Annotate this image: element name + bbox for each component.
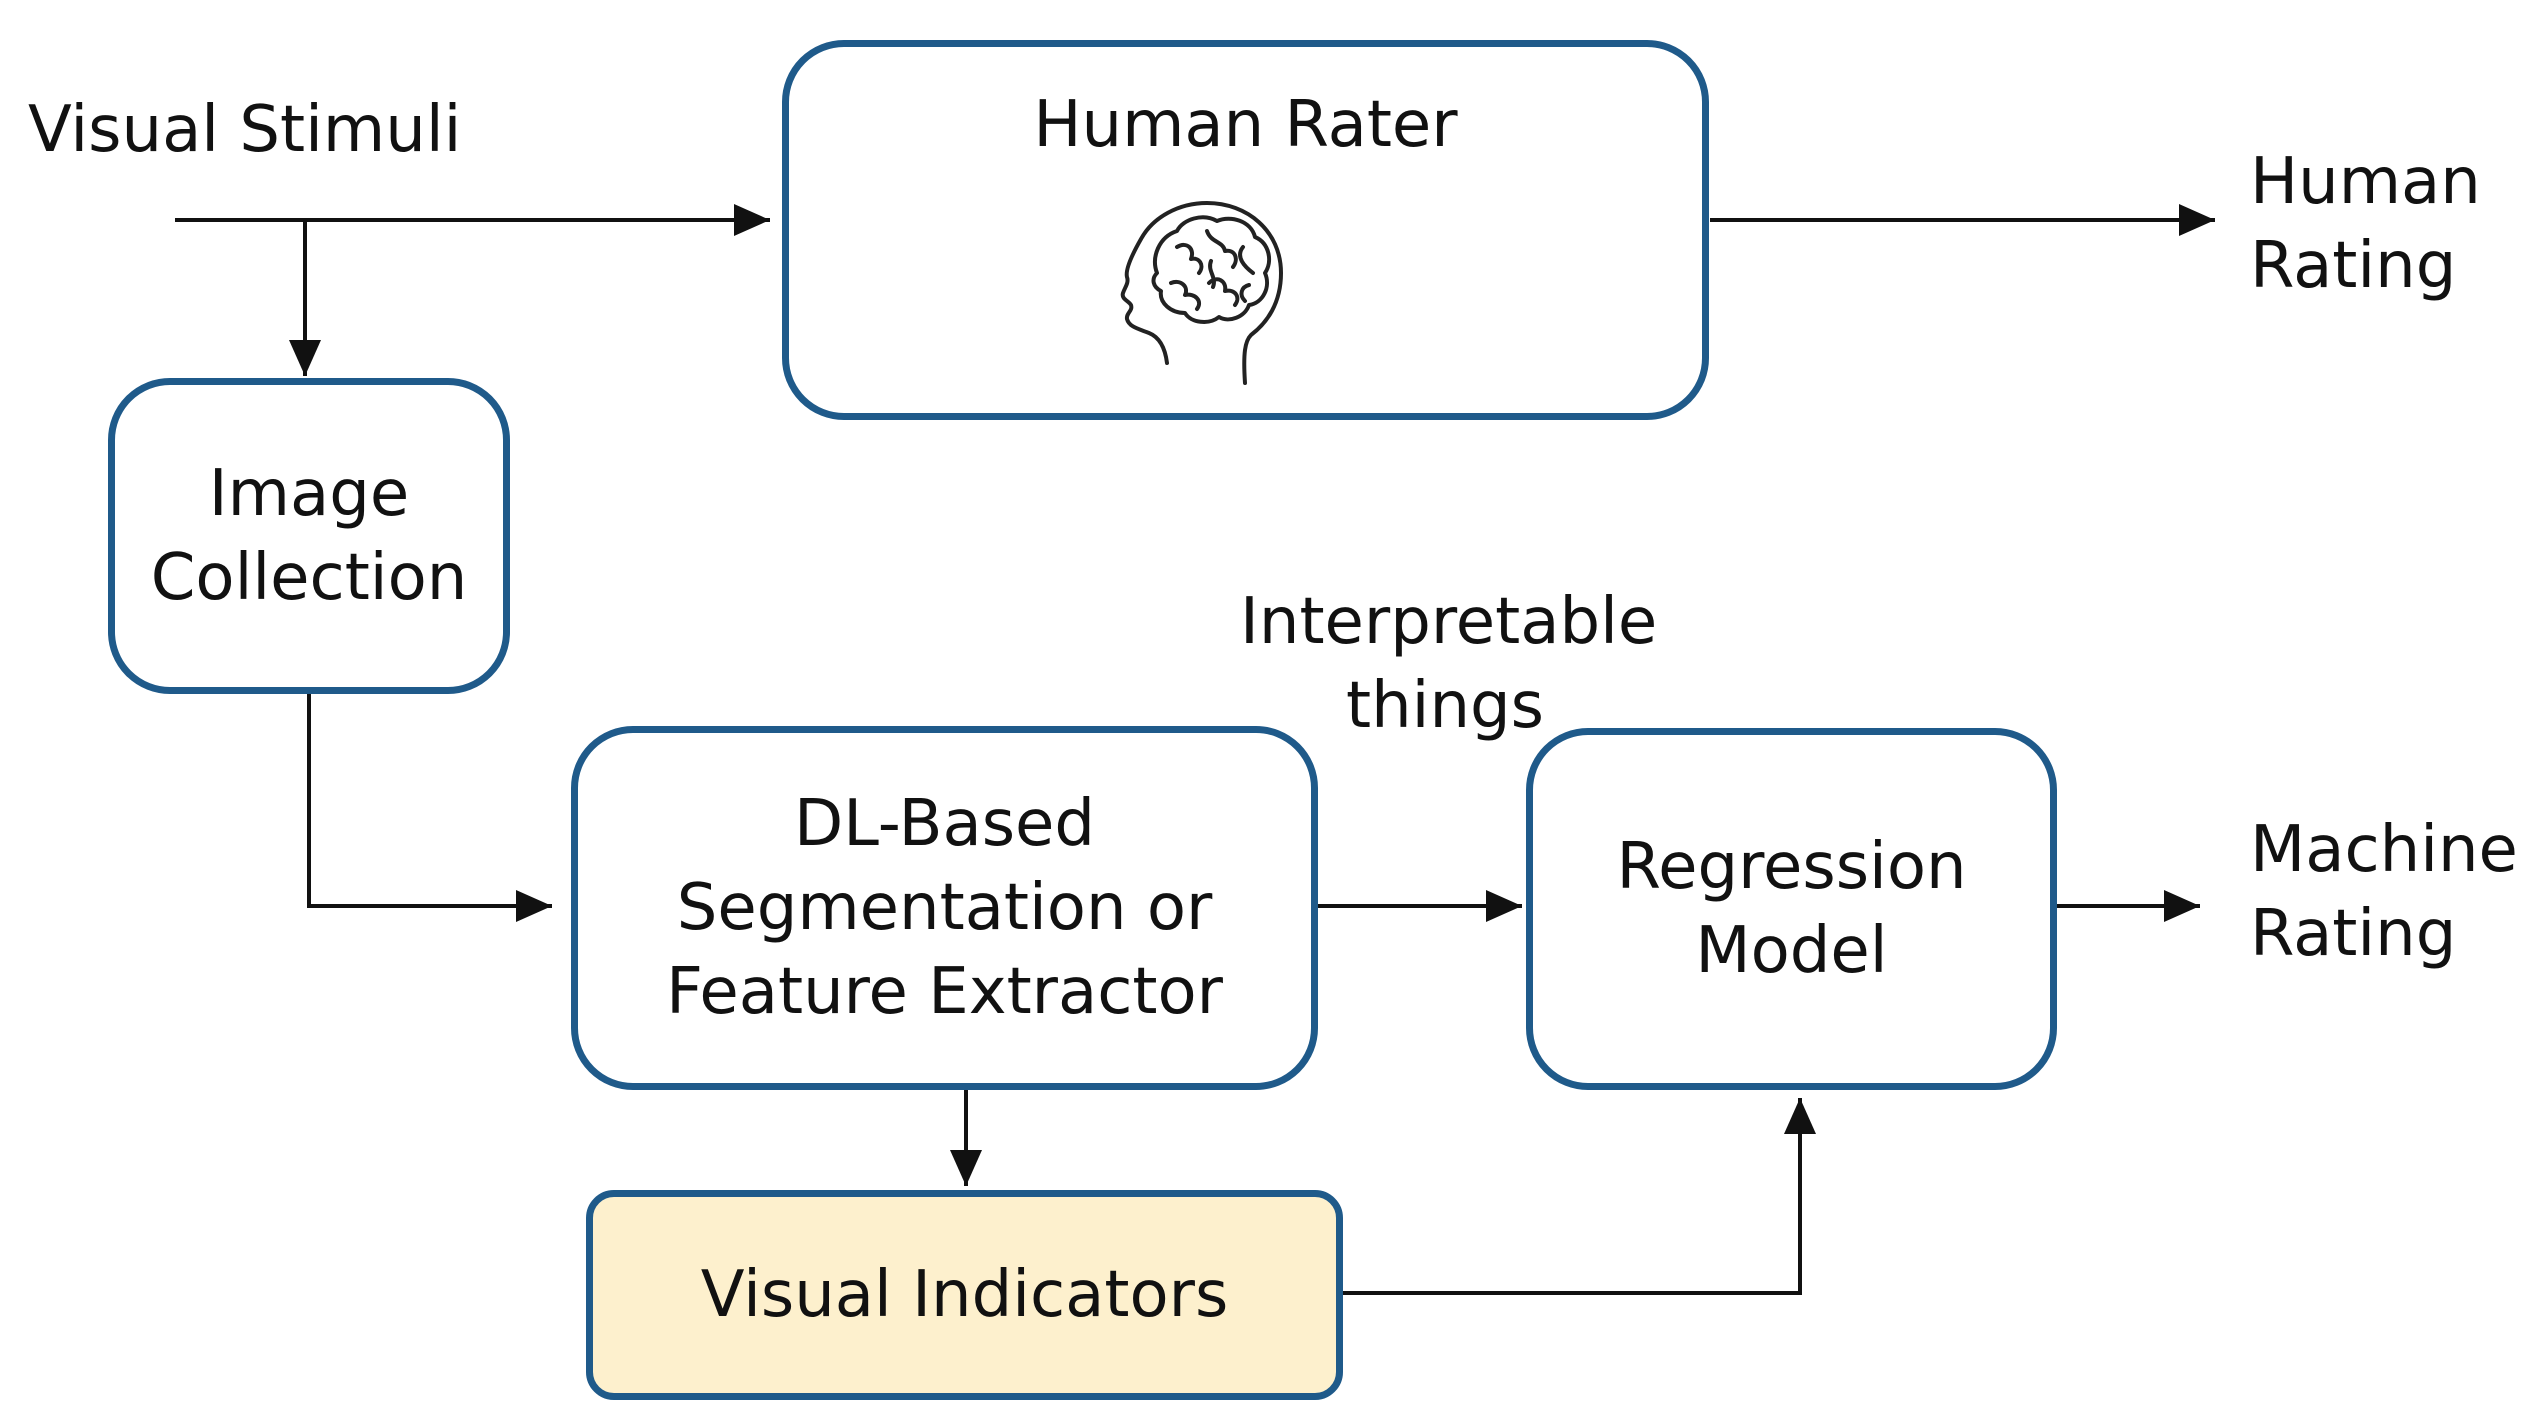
arrow-collection-to-extractor: [307, 692, 552, 922]
image-collection-box: Image Collection: [108, 378, 510, 694]
brain-head-icon: [1120, 201, 1283, 385]
feature-extractor-box: DL-Based Segmentation or Feature Extract…: [571, 726, 1318, 1090]
machine-rating-label: Machine Rating: [2250, 813, 2518, 971]
human-rater-label: Human Rater: [1033, 88, 1458, 162]
visual-stimuli-label: Visual Stimuli: [28, 93, 462, 167]
human-rating-label: Human Rating: [2250, 145, 2481, 303]
visual-indicators-label: Visual Indicators: [700, 1258, 1229, 1332]
interpretable-things-label: Interpretable things: [1240, 585, 1658, 743]
feature-extractor-label: DL-Based Segmentation or Feature Extract…: [666, 787, 1223, 1029]
arrow-indicators-to-regression: [1342, 1098, 1816, 1295]
regression-model-label: Regression Model: [1616, 830, 1967, 988]
image-collection-label: Image Collection: [150, 457, 468, 615]
human-rater-box: Human Rater: [782, 40, 1709, 420]
visual-indicators-box: Visual Indicators: [586, 1190, 1343, 1400]
regression-model-box: Regression Model: [1526, 728, 2057, 1090]
